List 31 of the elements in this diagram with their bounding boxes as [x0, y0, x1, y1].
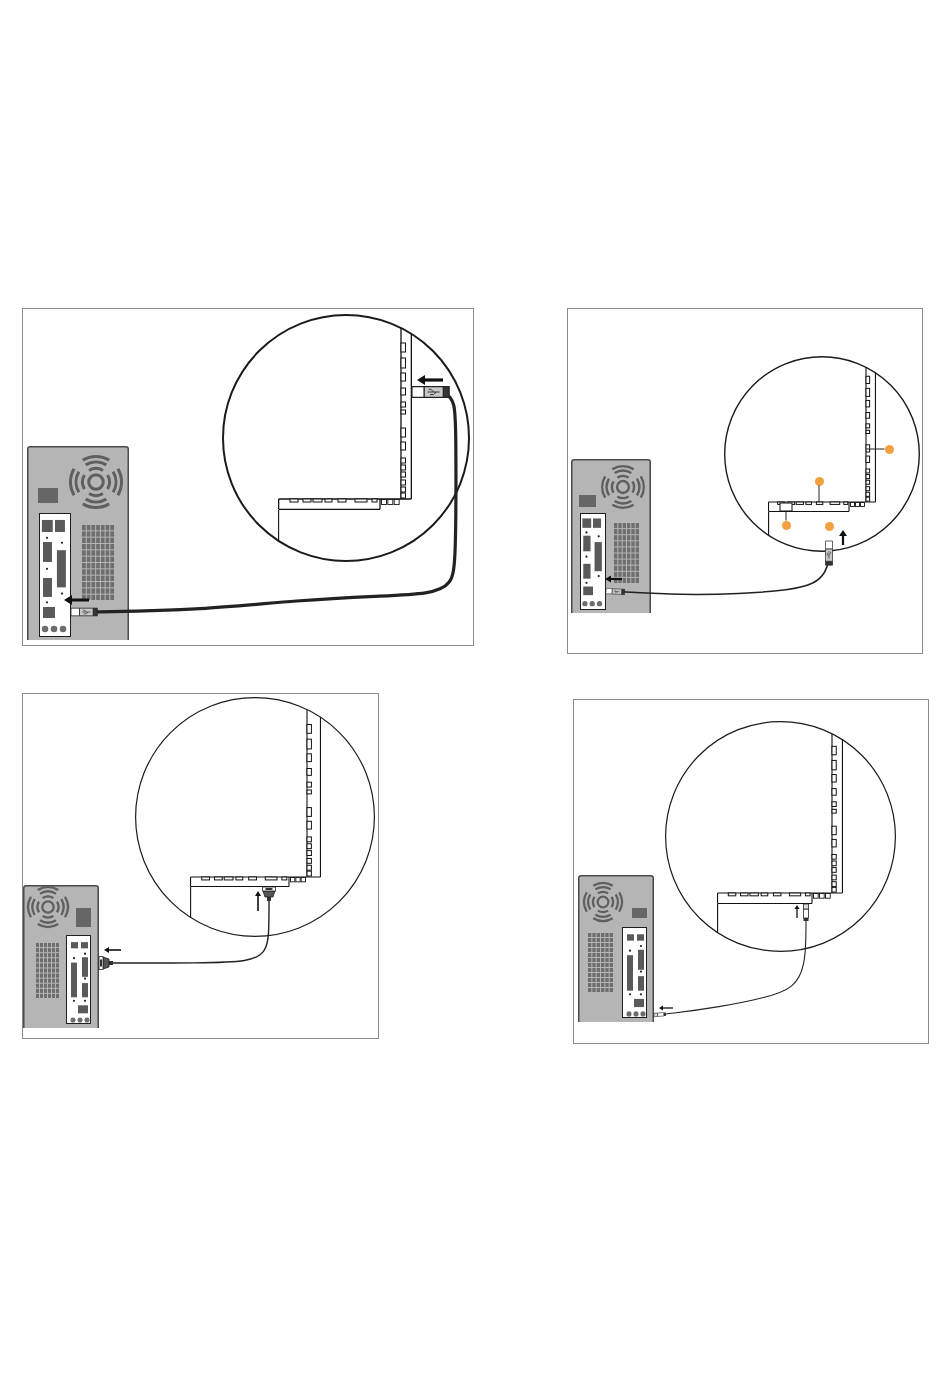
magnifier-circle	[222, 314, 470, 562]
computer-tower	[23, 885, 99, 1028]
cable	[653, 903, 809, 1018]
io-panel	[39, 513, 71, 637]
display-connector-panel	[768, 366, 876, 512]
computer-tower	[27, 446, 129, 640]
computer-tower	[571, 459, 651, 613]
leader-line	[785, 511, 787, 521]
io-panel	[66, 935, 91, 1024]
display-connector-panel	[717, 733, 843, 904]
callout-dot	[781, 520, 791, 530]
panel-frame	[22, 308, 474, 646]
leader-line	[818, 485, 820, 503]
callout-dot	[824, 522, 834, 531]
display-connector-panel	[190, 709, 321, 887]
panel-frame	[573, 699, 929, 1044]
leader-line	[865, 448, 885, 450]
usb-cable	[605, 540, 833, 596]
magnifier-circle	[665, 721, 896, 952]
panel-frame	[567, 308, 923, 654]
video-cable	[98, 886, 275, 969]
io-panel	[622, 927, 647, 1018]
display-connector-panel	[278, 327, 412, 510]
computer-tower	[578, 875, 654, 1022]
io-panel	[580, 513, 606, 610]
callout-dot	[884, 444, 894, 454]
magnifier-circle	[724, 356, 920, 552]
magnifier-circle	[135, 697, 375, 937]
callout-dot	[814, 476, 824, 486]
panel-frame	[22, 693, 379, 1039]
usb-cable	[71, 386, 458, 617]
